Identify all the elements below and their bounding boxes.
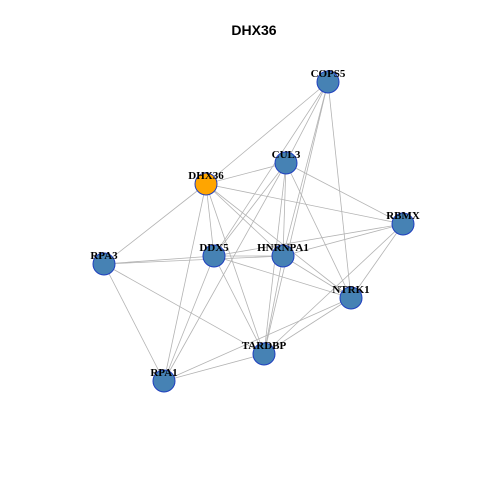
edge-cops5-tardbp — [263, 81, 329, 355]
edge-ntrk1-rpa1 — [163, 297, 352, 382]
node-circle[interactable] — [271, 244, 295, 268]
node-label: TARDBP — [242, 340, 287, 352]
edge-rpa3-hnrnpa1 — [103, 255, 284, 265]
edge-cul3-hnrnpa1 — [282, 162, 287, 257]
edge-cops5-ddx5 — [213, 81, 329, 257]
edge-cops5-dhx36 — [205, 81, 329, 185]
node-cul3[interactable]: CUL3 — [272, 149, 301, 175]
node-label: RPA3 — [90, 250, 118, 262]
edge-rpa3-ddx5 — [103, 255, 215, 265]
edge-dhx36-ddx5 — [205, 183, 215, 257]
node-label: RPA1 — [150, 367, 177, 379]
node-circle[interactable] — [152, 369, 176, 393]
edge-cul3-rbmx — [285, 162, 404, 225]
edge-tardbp-rpa1 — [163, 353, 265, 382]
node-label: HNRNPA1 — [257, 242, 309, 254]
node-label: RBMX — [386, 210, 420, 222]
node-label: COPS5 — [311, 68, 346, 80]
node-circle[interactable] — [339, 286, 363, 310]
edge-ddx5-rpa1 — [163, 255, 215, 382]
edge-rbmx-ntrk1 — [350, 223, 404, 299]
edge-cul3-rpa1 — [163, 162, 287, 382]
edge-cul3-ddx5 — [213, 162, 287, 257]
edge-rbmx-hnrnpa1 — [282, 223, 404, 257]
node-label: NTRK1 — [332, 284, 369, 296]
node-hnrnpa1[interactable]: HNRNPA1 — [257, 242, 309, 268]
edge-dhx36-rpa3 — [103, 183, 207, 265]
edge-dhx36-rpa1 — [163, 183, 207, 382]
node-ddx5[interactable]: DDX5 — [199, 242, 229, 268]
edge-dhx36-ntrk1 — [205, 183, 352, 299]
node-label: DDX5 — [199, 242, 229, 254]
edges-layer — [103, 81, 404, 382]
edge-cops5-cul3 — [285, 81, 329, 164]
edge-cul3-ntrk1 — [285, 162, 352, 299]
edge-rpa3-rpa1 — [103, 263, 165, 382]
node-ntrk1[interactable]: NTRK1 — [332, 284, 370, 310]
edge-cops5-hnrnpa1 — [282, 81, 329, 257]
node-rpa1[interactable]: RPA1 — [150, 367, 178, 393]
edge-hnrnpa1-tardbp — [263, 255, 284, 355]
edge-dhx36-rbmx — [205, 183, 404, 225]
edge-cops5-ntrk1 — [327, 81, 352, 299]
node-dhx36[interactable]: DHX36 — [188, 170, 224, 196]
edge-cul3-dhx36 — [205, 162, 287, 185]
edge-rbmx-tardbp — [263, 223, 404, 355]
node-circle[interactable] — [316, 70, 340, 94]
node-circle[interactable] — [391, 212, 415, 236]
node-cops5[interactable]: COPS5 — [311, 68, 346, 94]
edge-rbmx-ddx5 — [213, 223, 404, 257]
node-circle[interactable] — [202, 244, 226, 268]
edge-dhx36-hnrnpa1 — [205, 183, 284, 257]
edge-dhx36-tardbp — [205, 183, 265, 355]
edge-ntrk1-tardbp — [263, 297, 352, 355]
node-tardbp[interactable]: TARDBP — [242, 340, 287, 366]
node-rpa3[interactable]: RPA3 — [90, 250, 118, 276]
node-circle[interactable] — [274, 151, 298, 175]
edge-rpa3-tardbp — [103, 263, 265, 355]
edge-ddx5-tardbp — [213, 255, 265, 355]
edge-ddx5-ntrk1 — [213, 255, 352, 299]
node-circle[interactable] — [194, 172, 218, 196]
edge-hnrnpa1-ntrk1 — [282, 255, 352, 299]
node-label: CUL3 — [272, 149, 301, 161]
node-label: DHX36 — [188, 170, 224, 182]
graph-title: DHX36 — [231, 22, 276, 38]
node-rbmx[interactable]: RBMX — [386, 210, 420, 236]
node-circle[interactable] — [92, 252, 116, 276]
node-circle[interactable] — [252, 342, 276, 366]
